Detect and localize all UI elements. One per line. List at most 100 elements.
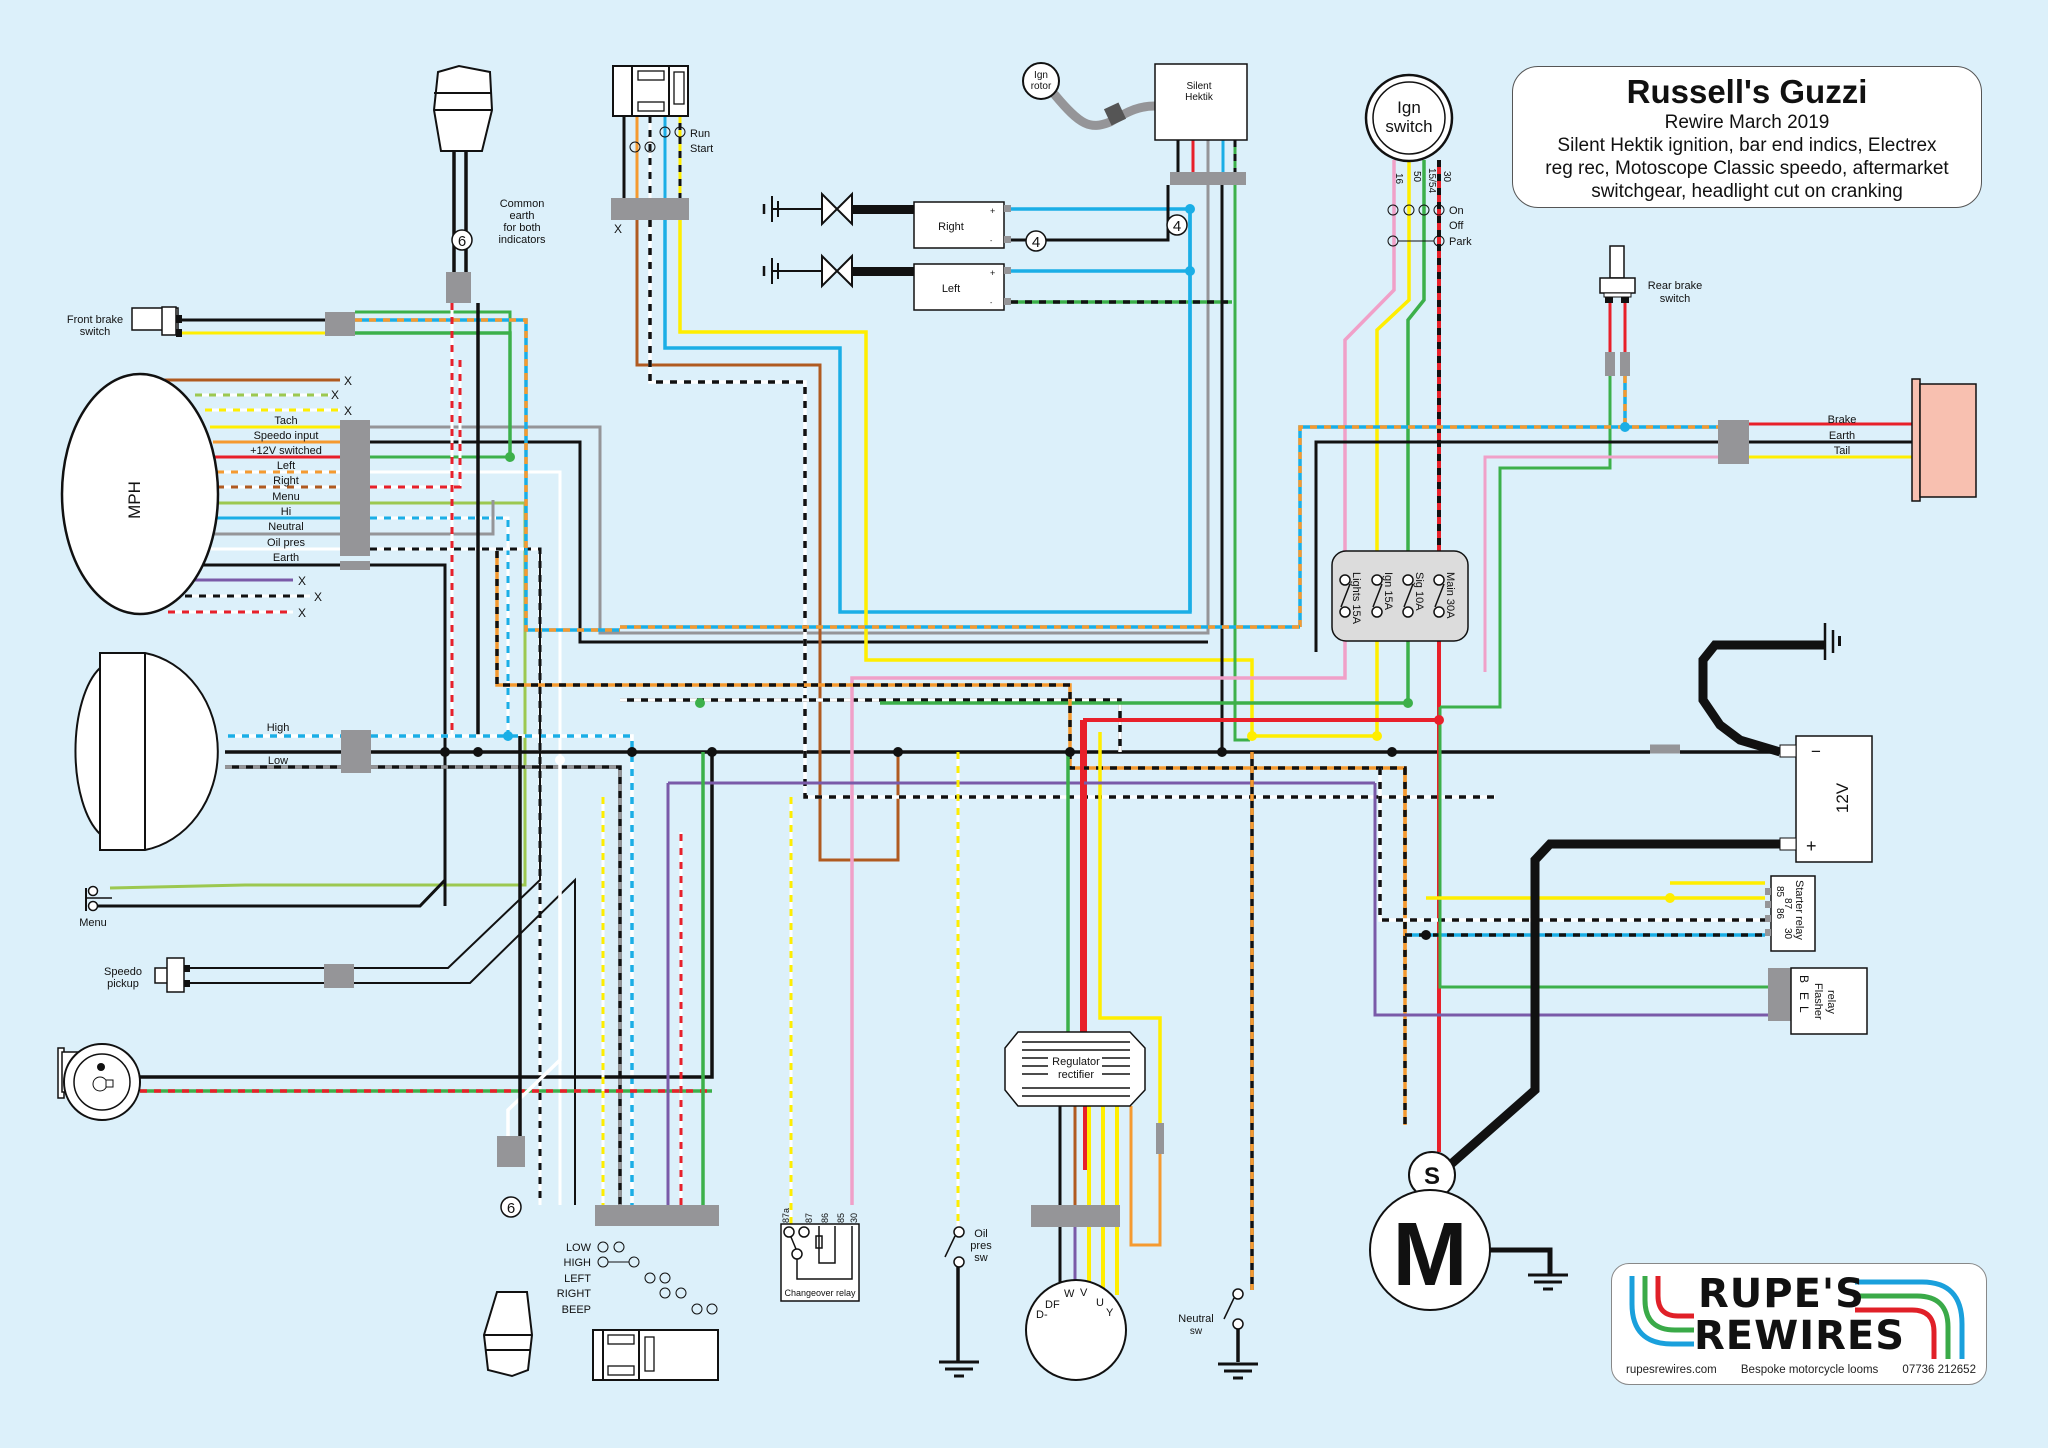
wire (1011, 185, 1170, 242)
relay-pin: 87 (804, 1213, 814, 1223)
alternator-connector (1031, 1205, 1120, 1227)
front-brake-connector (325, 312, 355, 336)
unused-marker: X (614, 222, 622, 236)
fuse-label: Lights 15A (1350, 572, 1362, 625)
marker-text: 4 (1173, 218, 1181, 235)
headlight-connector (341, 730, 371, 773)
position-park: Park (1449, 236, 1472, 248)
switch-run-label: Run (690, 128, 710, 140)
wire (370, 500, 495, 536)
regulator-rectifier: Regulator rectifier (1004, 1031, 1146, 1107)
wire-tach-run (370, 175, 1210, 635)
ground-icon (1218, 1362, 1258, 1380)
relay-pin: 30 (849, 1213, 859, 1223)
wire (370, 440, 1208, 644)
fuse-label: Sig 10A (1413, 572, 1425, 611)
note-line: indicators (498, 234, 546, 246)
speedo-pickup: Speedo pickup (104, 957, 190, 993)
logo-tagline: Bespoke motorcycle looms (1740, 1364, 1879, 1376)
fuse-box: Lights 15A Ign 15A Sig 10A Main 30A (1331, 550, 1469, 642)
description-line: reg rec, Motoscope Classic speedo, after… (1545, 158, 1949, 179)
junction-node (1065, 747, 1075, 757)
pin-label-oil-pres: Oil pres (267, 537, 305, 549)
switch-function-label: LEFT (564, 1273, 591, 1285)
flasher-pin: B (1797, 975, 1811, 983)
wire (371, 734, 634, 1205)
tail-tail-label: Tail (1834, 445, 1851, 457)
wire (648, 220, 1495, 799)
speedo-earth-connector (340, 561, 370, 570)
minus-sign: - (990, 238, 993, 245)
unused-markers: X X X X X X X (298, 222, 622, 620)
junction-node (505, 452, 515, 462)
pin-label-neutral: Neutral (268, 521, 303, 533)
fuse-label: Main 30A (1444, 572, 1456, 619)
speedo-pickup-label: Speedo (104, 966, 142, 978)
alternator-pin: DF (1045, 1299, 1060, 1311)
flasher-relay-label: Flasher (1812, 983, 1824, 1020)
ground-symbols (939, 1273, 1568, 1380)
indicator-right: Right + - (762, 191, 1011, 249)
junction-node (1403, 698, 1413, 708)
rear-indicator-bottom (482, 1136, 534, 1378)
menu-button: Menu (79, 885, 112, 929)
terminal-label: 15/54 (1426, 168, 1437, 193)
alternator-pin: D- (1036, 1309, 1048, 1321)
pin-label-left: Left (277, 460, 295, 472)
marker-4-right: 4 (1166, 214, 1188, 236)
alternator: D- DF W V U Y (1025, 1279, 1127, 1381)
tail-light: Brake Earth Tail (1828, 378, 1977, 502)
alternator-pin: W (1064, 1288, 1075, 1300)
silent-hektik-label: Silent (1186, 81, 1211, 92)
logo-website[interactable]: rupesrewires.com (1626, 1364, 1717, 1376)
left-switchgear: LOW HIGH LEFT RIGHT BEEP (557, 1241, 719, 1381)
wire-15-54 (880, 160, 1426, 705)
flasher-relay-label-2: relay (1825, 990, 1837, 1014)
neutral-sw-label-2: sw (1190, 1326, 1203, 1337)
junction-node (1185, 266, 1195, 276)
tail-connector (1718, 420, 1749, 464)
junction-node (1620, 422, 1630, 432)
wire-16 (850, 160, 1396, 1205)
oil-pres-label: Oil (974, 1228, 987, 1240)
junction-node (627, 747, 637, 757)
marker-text: 6 (507, 1200, 515, 1217)
tail-brake-label: Brake (1828, 414, 1857, 426)
ign-switch-label-2: switch (1385, 117, 1432, 136)
junction-node (1665, 893, 1675, 903)
title-box: Russell's Guzzi Rewire March 2019 Silent… (1512, 66, 1982, 208)
front-indicator-top (432, 64, 494, 303)
wire-motor-ground (1490, 1247, 1553, 1275)
wire-brake-run (1298, 425, 1718, 627)
rear-brake-label-2: switch (1660, 293, 1691, 305)
wire (98, 878, 447, 908)
wire-hi-run (370, 516, 510, 736)
relay-pin: 30 (1782, 928, 1793, 940)
plus-sign: + (990, 206, 995, 216)
position-on: On (1449, 205, 1464, 217)
wire-battery-negative (1698, 640, 1825, 757)
flasher-relay: B E L Flasher relay (1768, 967, 1868, 1035)
speedo-pickup-connector (324, 964, 354, 988)
relay-pin: 86 (820, 1213, 830, 1223)
menu-label: Menu (79, 917, 107, 929)
junction-node (1372, 731, 1382, 741)
speedo-pin-labels: Tach Speedo input +12V switched Left Rig… (250, 415, 322, 564)
logo-stripes (1629, 1276, 1965, 1359)
pin-label-right: Right (273, 475, 299, 487)
indicator-left: Left + - (762, 253, 1011, 311)
indicator-right-label: Right (938, 221, 964, 233)
alternator-pin: V (1080, 1287, 1088, 1299)
wire (506, 760, 562, 1136)
junction-node (503, 731, 513, 741)
ign-rotor-label-2: rotor (1031, 81, 1052, 92)
wire (1129, 1106, 1162, 1247)
speedo-connector (340, 420, 370, 556)
unused-marker: X (344, 404, 352, 418)
diagram-title: Russell's Guzzi (1626, 73, 1868, 110)
wire (1483, 455, 1718, 672)
unused-marker: X (298, 574, 306, 588)
front-brake-switch: Front brake switch (67, 306, 182, 338)
